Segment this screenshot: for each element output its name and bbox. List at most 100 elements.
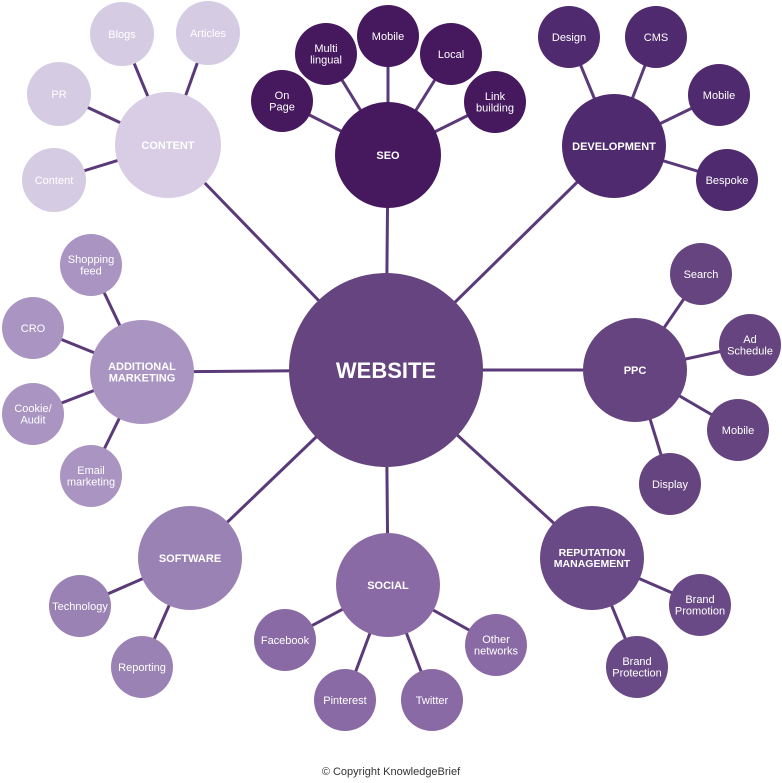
hub-label-development: DEVELOPMENT <box>572 141 656 153</box>
leaf-node: Blogs <box>90 2 154 66</box>
hub-circle-software <box>138 506 242 610</box>
hub-label-content: CONTENT <box>141 140 194 152</box>
leaf-circle <box>465 614 527 676</box>
leaf-circle <box>22 148 86 212</box>
leaf-label: Local <box>438 49 464 61</box>
hub-software: SOFTWARE <box>138 506 242 610</box>
leaf-circle <box>696 149 758 211</box>
leaf-circle <box>49 575 111 637</box>
leaf-circle <box>639 453 701 515</box>
leaf-node: Facebook <box>254 609 316 671</box>
leaf-circle <box>251 70 313 132</box>
leaf-node: Display <box>639 453 701 515</box>
hub-circle-development <box>562 94 666 198</box>
hub-label-software: SOFTWARE <box>159 553 221 565</box>
leaf-label: Cookie/Audit <box>14 403 52 427</box>
leaf-circle <box>27 62 91 126</box>
hub-circle-content <box>115 92 221 198</box>
leaf-node: CMS <box>625 6 687 68</box>
leaf-label: Reporting <box>118 662 166 674</box>
leaf-node: Articles <box>176 1 240 65</box>
leaf-node: Search <box>670 243 732 305</box>
leaf-circle <box>670 243 732 305</box>
leaf-node: Mobile <box>688 64 750 126</box>
leaf-label: Blogs <box>108 29 136 41</box>
leaf-label: Content <box>35 175 74 187</box>
leaf-circle <box>314 669 376 731</box>
hub-circle-reputation-management <box>540 506 644 610</box>
leaf-circle <box>60 234 122 296</box>
hub-label-ppc: PPC <box>624 365 647 377</box>
leaf-circle <box>2 383 64 445</box>
leaf-label: Mobile <box>722 425 754 437</box>
leaf-label: CRO <box>21 323 46 335</box>
hub-circle-social <box>336 533 440 637</box>
leaf-circle <box>625 6 687 68</box>
hub-seo: SEO <box>335 102 441 208</box>
hub-development: DEVELOPMENT <box>562 94 666 198</box>
leaf-circle <box>719 314 781 376</box>
leaf-circle <box>669 574 731 636</box>
leaf-node: CRO <box>2 297 64 359</box>
leaf-circle <box>688 64 750 126</box>
leaf-node: Twitter <box>401 669 463 731</box>
leaf-label: Twitter <box>416 695 449 707</box>
leaf-node: Reporting <box>111 636 173 698</box>
leaf-label: Display <box>652 479 689 491</box>
leaf-node: Design <box>538 6 600 68</box>
leaf-label: PR <box>51 89 66 101</box>
leaf-circle <box>464 71 526 133</box>
leaf-circle <box>420 23 482 85</box>
leaf-label: Design <box>552 32 586 44</box>
center-label: WEBSITE <box>336 358 436 383</box>
leaf-label: Technology <box>52 601 108 613</box>
leaf-circle <box>60 445 122 507</box>
leaf-node: Bespoke <box>696 149 758 211</box>
center-circle <box>289 273 483 467</box>
hub-circle-ppc <box>583 318 687 422</box>
hub-label-social: SOCIAL <box>367 580 409 592</box>
leaf-label: Bespoke <box>706 175 749 187</box>
leaf-circle <box>707 399 769 461</box>
leaf-circle <box>176 1 240 65</box>
leaf-circle <box>606 636 668 698</box>
leaf-label: Search <box>684 269 719 281</box>
leaf-label: Mobile <box>372 31 404 43</box>
hub-circle-seo <box>335 102 441 208</box>
leaf-circle <box>111 636 173 698</box>
hub-circle-additional-marketing <box>90 320 194 424</box>
leaf-circle <box>2 297 64 359</box>
leaf-label: Pinterest <box>323 695 366 707</box>
leaf-circle <box>401 669 463 731</box>
leaf-circle <box>538 6 600 68</box>
leaf-node: Pinterest <box>314 669 376 731</box>
copyright-notice: © Copyright KnowledgeBrief <box>321 766 461 778</box>
leaf-node: Local <box>420 23 482 85</box>
leaf-node: PR <box>27 62 91 126</box>
leaf-node: Content <box>22 148 86 212</box>
leaf-label: CMS <box>644 32 668 44</box>
leaf-label: Facebook <box>261 635 310 647</box>
leaf-label: Articles <box>190 28 227 40</box>
